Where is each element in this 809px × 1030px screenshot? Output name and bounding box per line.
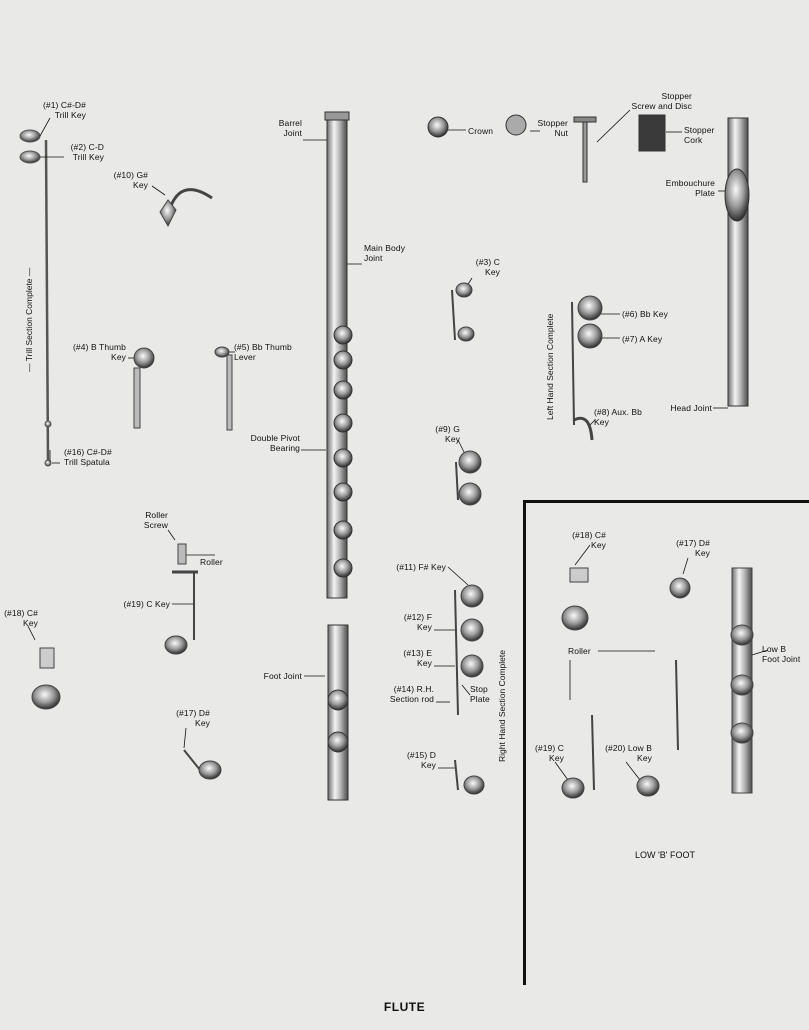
low-b-foot-parts	[561, 567, 754, 799]
left-hand-section	[571, 295, 603, 441]
label-roller-screw: Roller Screw	[143, 510, 168, 530]
label-crown: Crown	[468, 126, 494, 136]
label-k4: (#4) B Thumb Key	[72, 342, 126, 362]
label-k1: (#1) C#-D# Trill Key	[42, 100, 86, 120]
right-hand-section-label: Right Hand Section Complete	[497, 650, 507, 762]
c-sharp-key-left	[31, 647, 61, 710]
label-lb-roller: Roller	[568, 646, 591, 656]
label-lb-foot: Low B Foot Joint	[762, 644, 801, 664]
label-main-body: Main Body Joint	[364, 243, 406, 263]
label-roller: Roller	[200, 557, 223, 567]
label-k16: (#16) C#-D# Trill Spatula	[64, 447, 112, 467]
c-key-roller	[164, 543, 198, 655]
label-k2: (#2) C-D Trill Key	[70, 142, 104, 162]
label-stopper-screw: Stopper Screw and Disc	[631, 91, 692, 111]
label-stopper-cork: Stopper Cork	[684, 125, 715, 145]
label-k14: (#14) R.H. Section rod	[389, 684, 434, 704]
label-lb-k17: (#17) D# Key	[676, 538, 710, 558]
label-k18: (#18) C# Key	[4, 608, 38, 628]
label-embouchure: Embouchure Plate	[665, 178, 715, 198]
g-key	[455, 450, 482, 506]
label-k17: (#17) D# Key	[176, 708, 210, 728]
label-k11: (#11) F# Key	[396, 562, 446, 572]
trill-section-label: — Trill Section Complete —	[24, 267, 34, 372]
label-k10: (#10) G# Key	[113, 170, 148, 190]
label-k13: (#13) E Key	[403, 648, 432, 668]
label-k15: (#15) D Key	[406, 750, 436, 770]
label-k6: (#6) Bb Key	[622, 309, 668, 319]
label-k19: (#19) C Key	[123, 599, 170, 609]
foot-joint	[327, 624, 349, 801]
g-sharp-key	[159, 188, 213, 228]
low-b-caption: LOW 'B' FOOT	[635, 850, 695, 860]
c-key	[451, 282, 475, 342]
label-stopper-nut: Stopper Nut	[537, 118, 568, 138]
main-body	[324, 111, 353, 599]
label-lb-k20: (#20) Low B Key	[605, 743, 652, 763]
right-hand-section	[454, 584, 485, 795]
label-k7: (#7) A Key	[622, 334, 663, 344]
left-hand-section-label: Left Hand Section Complete	[545, 313, 555, 420]
trill-section-rod	[19, 129, 52, 467]
leader-lines	[27, 109, 769, 781]
page-title: FLUTE	[383, 1000, 426, 1014]
label-k9: (#9) G Key	[435, 424, 460, 444]
label-foot-joint: Foot Joint	[263, 671, 302, 681]
label-barrel: Barrel Joint	[278, 118, 302, 138]
label-stop-plate: Stop Plate	[470, 684, 490, 704]
label-lb-k19: (#19) C Key	[534, 743, 564, 763]
d-sharp-key-left	[183, 749, 222, 780]
label-lb-k18: (#18) C# Key	[572, 530, 606, 550]
label-k5: (#5) Bb Thumb Lever	[234, 342, 292, 362]
label-k3: (#3) C Key	[475, 257, 500, 277]
low-b-foot-frame	[523, 500, 809, 985]
label-k12: (#12) F Key	[403, 612, 432, 632]
label-double-pivot: Double Pivot Bearing	[250, 433, 300, 453]
b-thumb-key	[133, 347, 155, 429]
label-k8: (#8) Aux. Bb Key	[594, 407, 642, 427]
head-joint-parts	[427, 114, 750, 407]
bb-thumb-lever	[214, 346, 233, 431]
label-head-joint: Head Joint	[670, 403, 712, 413]
